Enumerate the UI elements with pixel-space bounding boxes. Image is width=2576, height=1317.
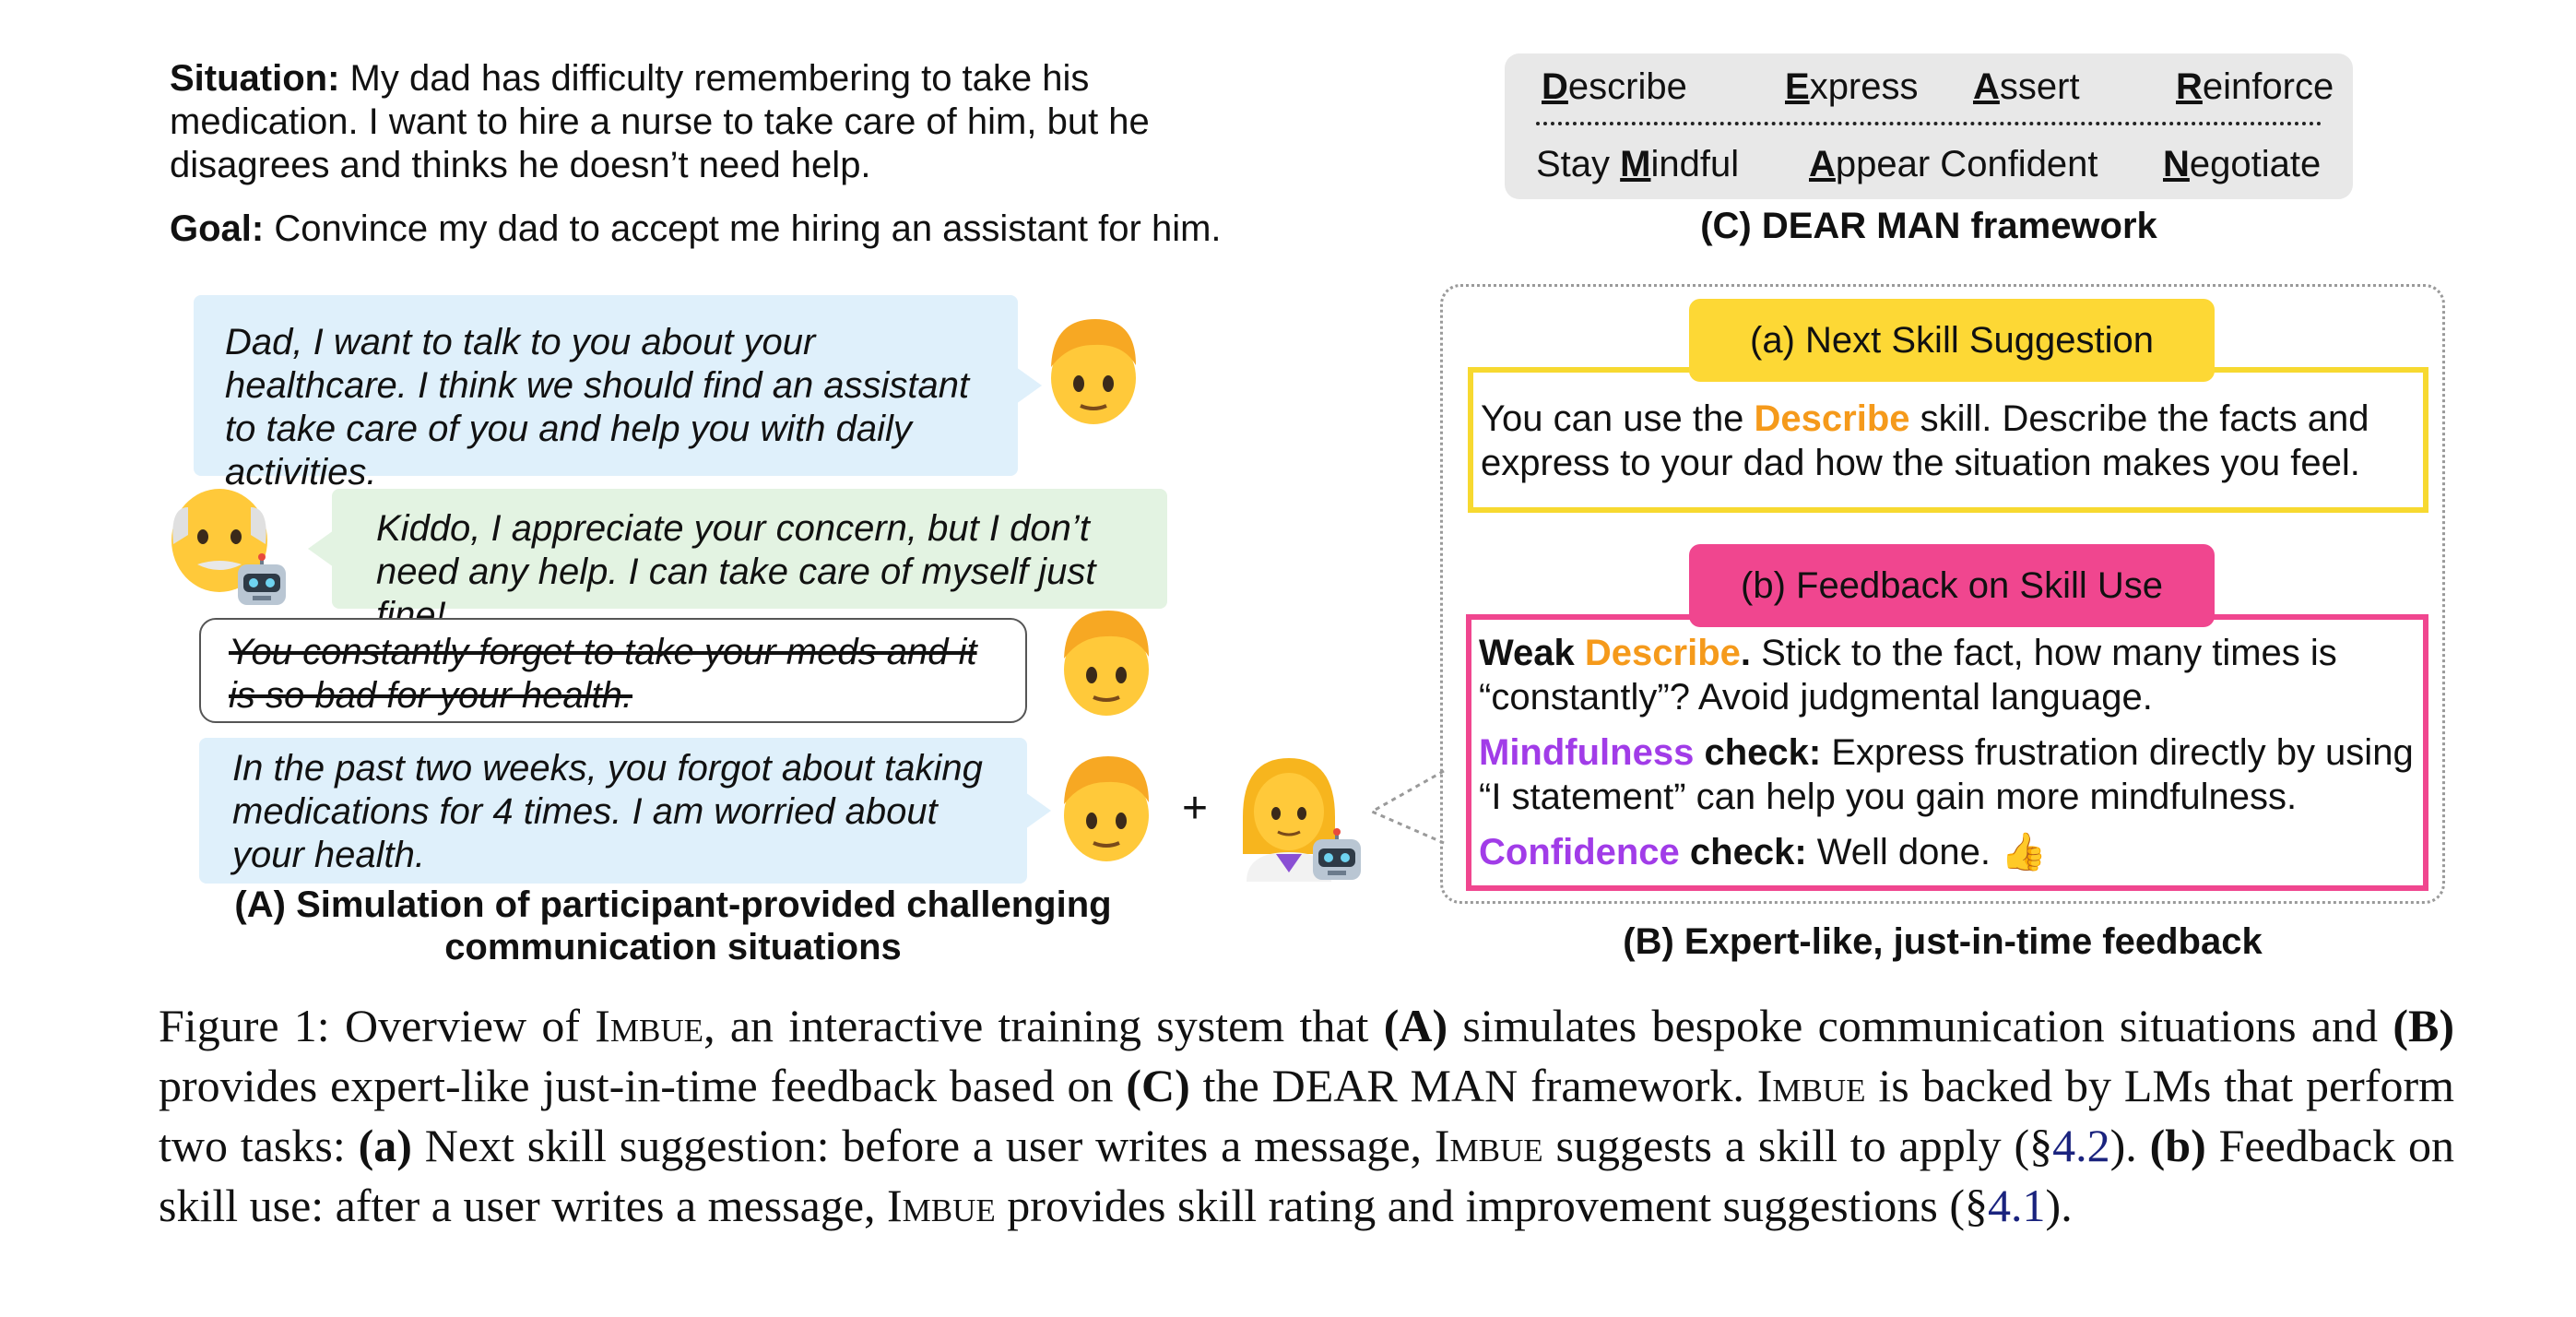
next-skill-text: You can use the Describe skill. Describe… [1481, 398, 2369, 483]
person-emoji [1064, 611, 1149, 716]
dear-divider [1536, 122, 2322, 125]
feedback-confidence: Confidence check: Well done. 👍 [1479, 832, 2047, 872]
section-ref-4-1[interactable]: 4.1 [1988, 1180, 2046, 1231]
feedback-title: (b) Feedback on Skill Use [1689, 544, 2215, 627]
health-worker-emoji [1243, 758, 1335, 882]
dear-man-box [1505, 53, 2353, 199]
person-emoji [1064, 756, 1149, 861]
chat-message-1-text: Dad, I want to talk to you about your he… [225, 322, 970, 492]
dear-express: Express [1785, 66, 1919, 107]
dear-reinforce: Reinforce [2176, 66, 2334, 107]
chat-message-3-text: You constantly forget to take your meds … [229, 632, 977, 716]
dear-describe: Describe [1542, 66, 1687, 107]
plus-sign: + [1182, 784, 1209, 833]
situation-body: My dad has difficulty remembering to tak… [170, 58, 1150, 185]
caption-b: (B) Expert-like, just-in-time feedback [1623, 921, 2263, 962]
dear-appear-confident: Appear Confident [1809, 144, 2098, 184]
situation-label: Situation: [170, 58, 340, 99]
robot-emoji [1313, 828, 1361, 880]
chat-message-2-text: Kiddo, I appreciate your concern, but I … [376, 508, 1096, 635]
section-ref-4-2[interactable]: 4.2 [2052, 1120, 2110, 1171]
caption-c: (C) DEAR MAN framework [1700, 206, 2157, 246]
chat-message-2: Kiddo, I appreciate your concern, but I … [308, 489, 1167, 635]
next-skill-title: (a) Next Skill Suggestion [1689, 299, 2215, 382]
feedback-panel [1440, 284, 2445, 904]
feedback-mindfulness: Mindfulness check: Express frustration d… [1479, 732, 2414, 817]
dear-mindful: Stay Mindful [1536, 144, 1740, 184]
chat-message-4: In the past two weeks, you forgot about … [199, 738, 1051, 884]
chat-message-4-text: In the past two weeks, you forgot about … [232, 748, 983, 875]
dear-assert: Assert [1973, 66, 2080, 107]
caption-a-line2: communication situations [444, 927, 902, 967]
goal-text: Goal: Convince my dad to accept me hirin… [170, 207, 1276, 251]
caption-a: (A) Simulation of participant-provided c… [184, 884, 1162, 968]
goal-label: Goal: [170, 208, 265, 249]
feedback-weak-describe: Weak Describe. Stick to the fact, how ma… [1479, 633, 2337, 718]
feedback-pointer [1368, 769, 1445, 845]
goal-body: Convince my dad to accept me hiring an a… [274, 208, 1222, 249]
chat-message-3-rejected: You constantly forget to take your meds … [199, 618, 1027, 723]
dear-negotiate: Negotiate [2163, 144, 2322, 184]
robot-emoji [238, 553, 286, 605]
chat-message-1: Dad, I want to talk to you about your he… [194, 295, 1042, 492]
person-emoji [1051, 319, 1136, 424]
caption-a-line1: (A) Simulation of participant-provided c… [234, 884, 1112, 925]
figure-caption: Figure 1: Overview of Imbue, an interact… [159, 1000, 2455, 1231]
situation-text: Situation: My dad has difficulty remembe… [170, 57, 1239, 187]
